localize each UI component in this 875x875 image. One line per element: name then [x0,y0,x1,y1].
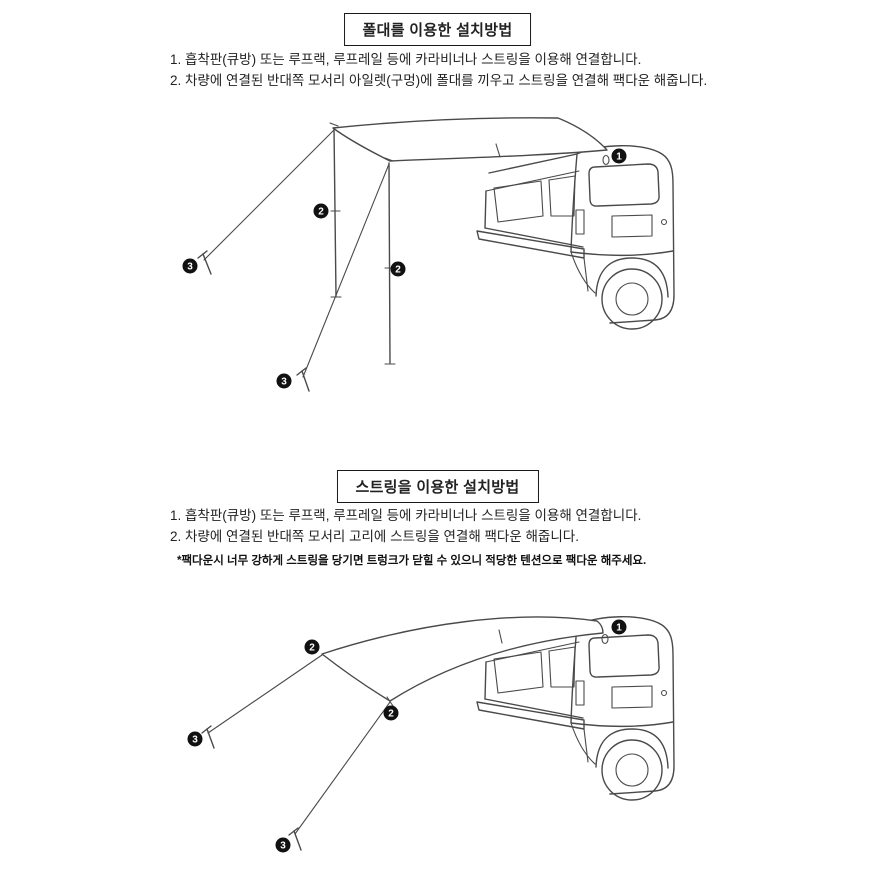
marker-stake-left: 3 [182,258,198,274]
marker-number: 2 [318,207,324,218]
marker-car-attach: 1 [611,619,627,635]
car-illustration [476,145,675,330]
carabiner-icon [602,154,610,166]
marker-pole-left: 2 [313,203,329,219]
marker-pole-right: 2 [390,261,406,277]
marker-stake-right: 3 [275,837,291,853]
marker-number: 3 [280,841,286,852]
pole-method-step-1: 1. 흡착판(큐방) 또는 루프랙, 루프레일 등에 카라비너나 스트링을 이용… [170,52,642,67]
awning-tarp-draped [321,616,604,707]
marker-number: 2 [309,643,315,654]
marker-stake-right: 3 [276,373,292,389]
pole-method-title: 폴대를 이용한 설치방법 [343,13,532,46]
strings [207,654,391,835]
canopy-seam-loop [495,143,501,158]
awning-pole [384,157,396,365]
string-method-step-2: 2. 차량에 연결된 반대쪽 모서리 고리에 스트링을 연결해 팩다운 해줍니다… [170,529,579,544]
marker-number: 3 [281,377,287,388]
pole-method-step-2: 2. 차량에 연결된 반대쪽 모서리 아일렛(구멍)에 폴대를 끼우고 스트링을… [170,73,708,88]
carabiner-icon [601,633,609,645]
marker-number: 3 [192,735,198,746]
stake-icon [296,367,310,392]
marker-stake-left: 3 [187,731,203,747]
string-method-title: 스트링을 이용한 설치방법 [336,470,539,503]
awning-canopy [332,117,608,162]
stake-icon [201,725,215,749]
tarp-corner-loop [386,696,394,707]
marker-number: 1 [616,623,622,634]
marker-string-corner-left: 2 [304,639,320,655]
string-method-note: *팩다운시 너무 강하게 스트링을 당기면 트렁크가 닫힐 수 있으니 적당한 … [177,555,647,567]
marker-number: 1 [616,152,622,163]
tarp-seam-loop [498,629,503,644]
string-method-step-1: 1. 흡착판(큐방) 또는 루프랙, 루프레일 등에 카라비너나 스트링을 이용… [170,508,642,523]
stake-icon [197,250,212,275]
marker-number: 3 [187,262,193,273]
awning-pole [329,122,342,298]
marker-number: 2 [395,265,401,276]
marker-string-corner-right: 2 [383,705,399,721]
pole-method-steps: 1. 흡착판(큐방) 또는 루프랙, 루프레일 등에 카라비너나 스트링을 이용… [170,49,707,91]
guy-lines [203,129,390,378]
stake-icon [288,827,302,851]
pole-method-diagram: 1 2 2 3 3 [182,117,675,392]
string-method-steps: 1. 흡착판(큐방) 또는 루프랙, 루프레일 등에 카라비너나 스트링을 이용… [170,505,641,547]
marker-car-attach: 1 [611,148,627,164]
string-method-diagram: 1 2 2 3 3 [187,616,675,853]
marker-number: 2 [388,709,394,720]
